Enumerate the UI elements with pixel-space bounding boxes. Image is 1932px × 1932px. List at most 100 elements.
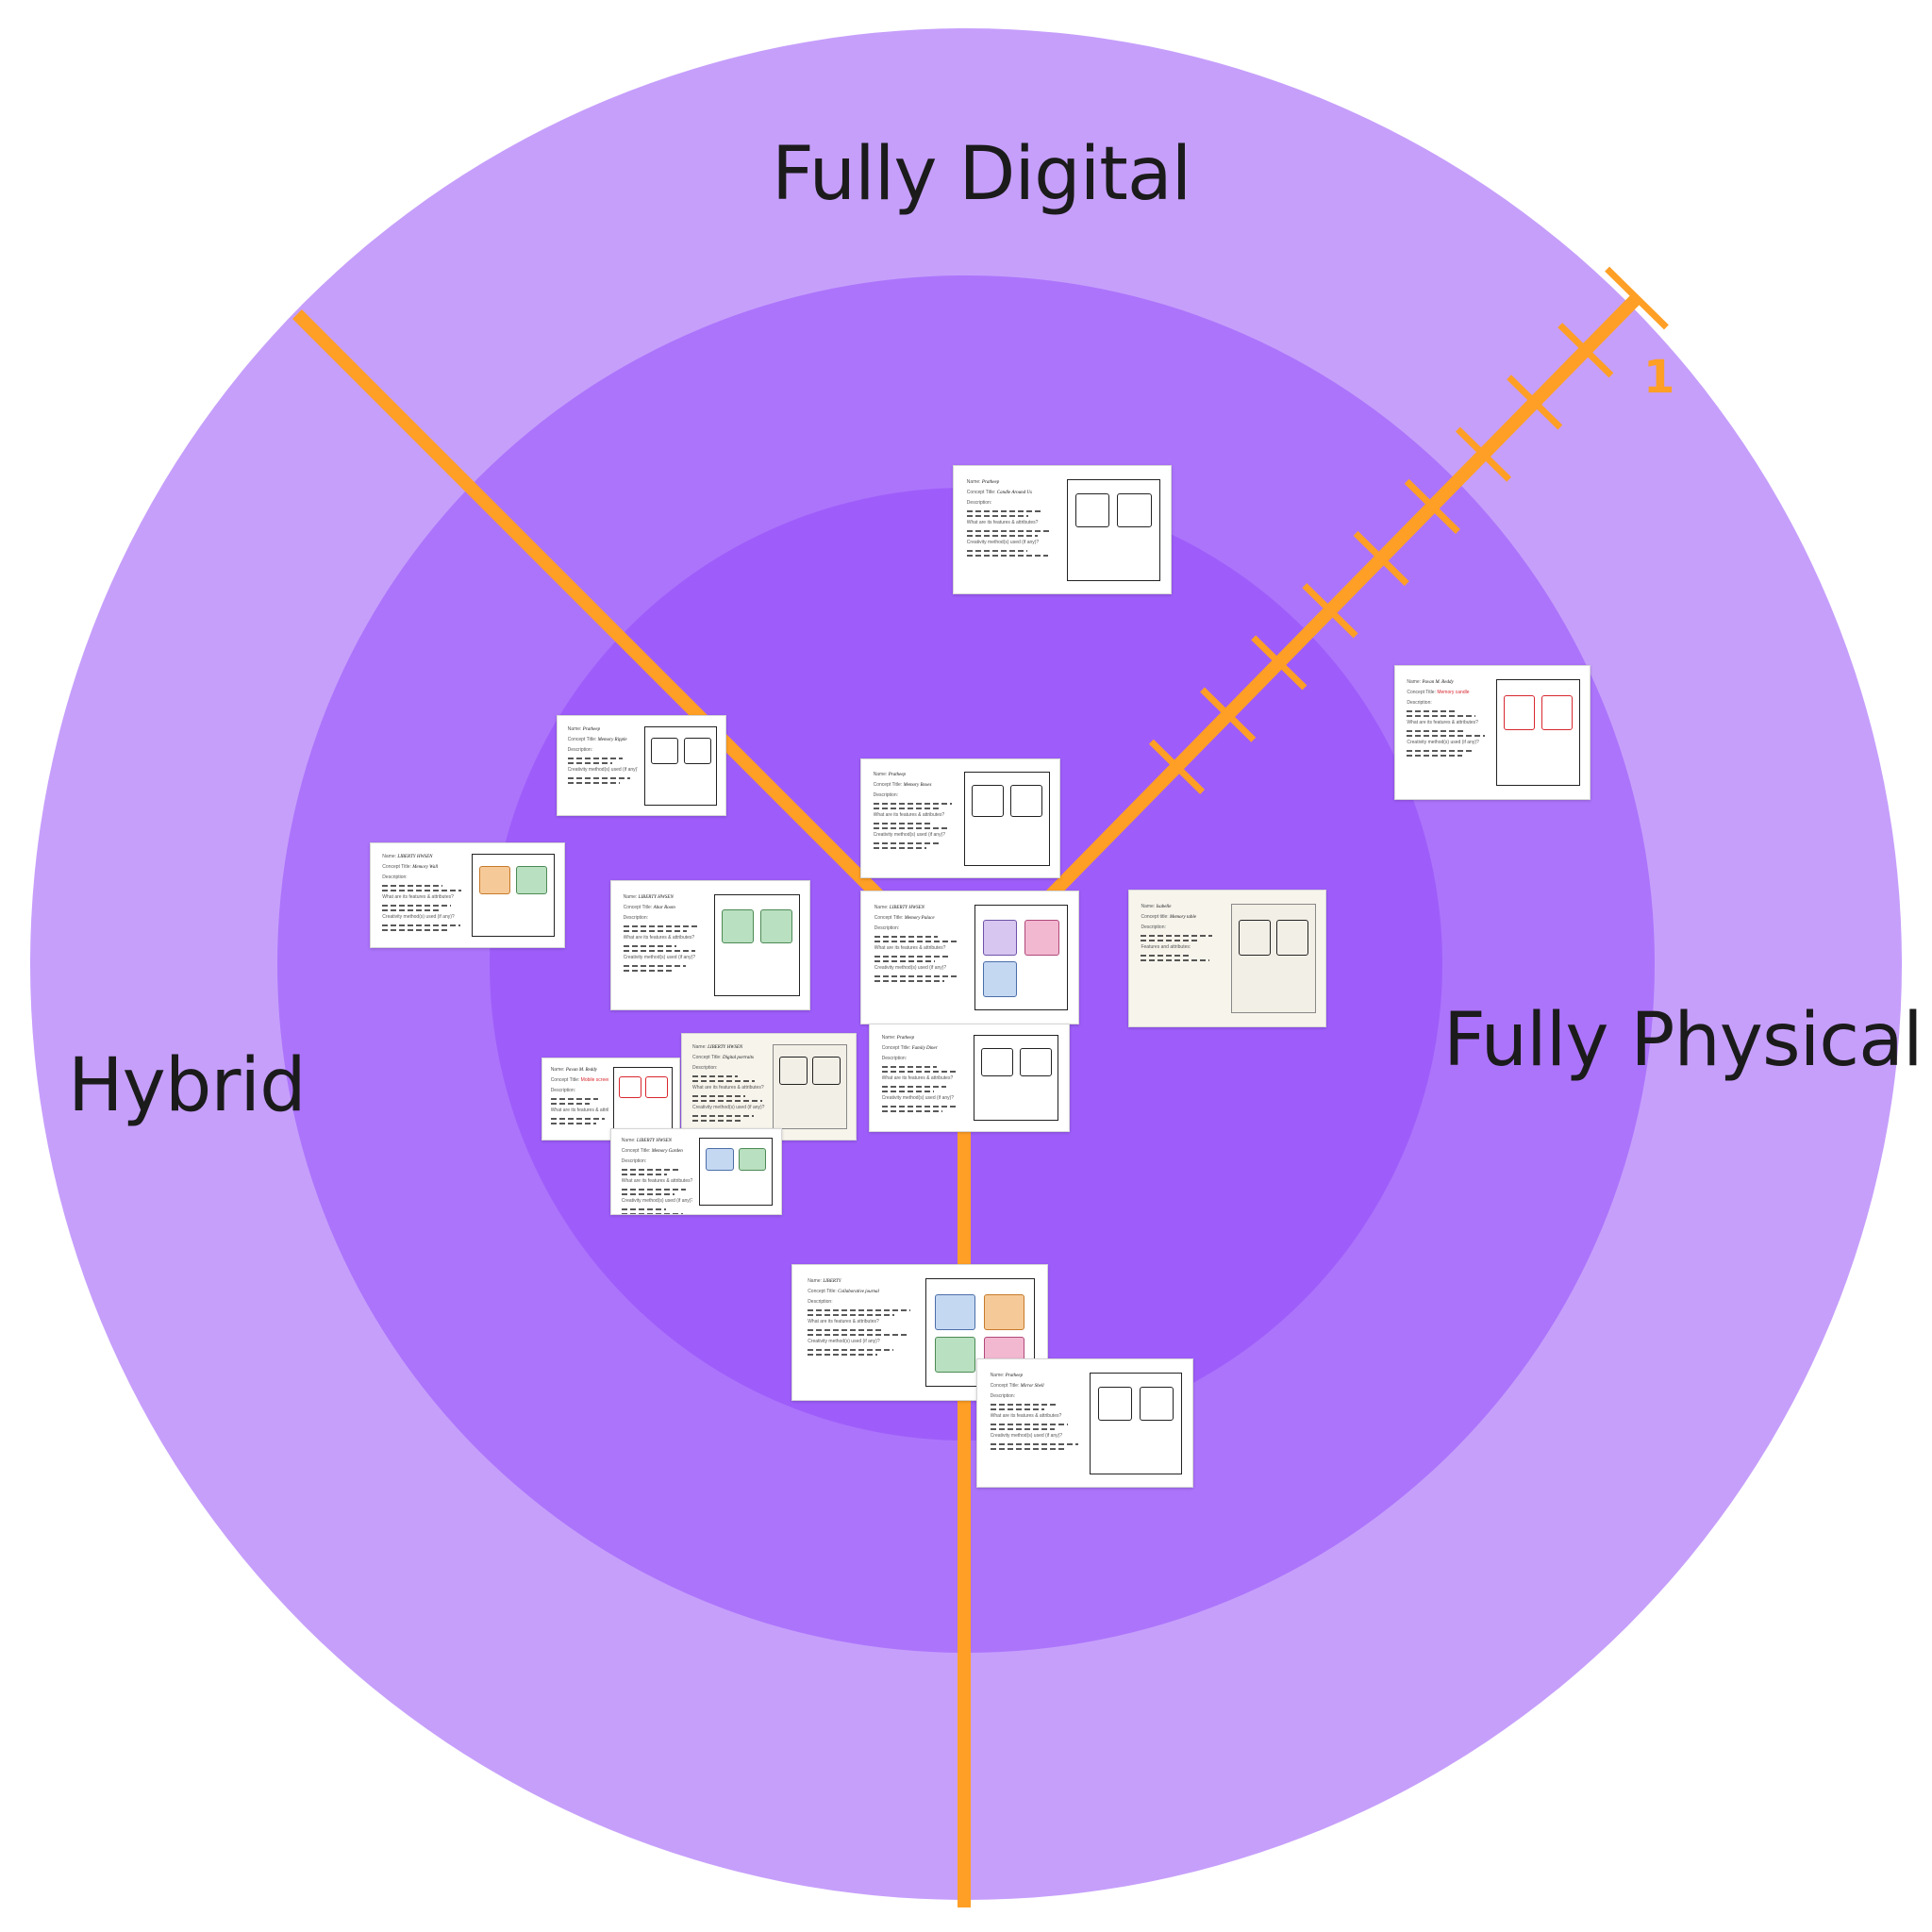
axis-tick xyxy=(1605,266,1669,330)
handwritten-line xyxy=(550,1097,599,1100)
card-field-label: Concept Title: Family Diner xyxy=(882,1045,966,1052)
field-label: Name: xyxy=(990,1372,1006,1378)
field-label: Concept Title: xyxy=(623,904,654,910)
handwritten-line xyxy=(990,1442,1078,1445)
handwritten-line xyxy=(692,1095,746,1098)
field-label: Description: xyxy=(567,746,593,753)
sketch-drawing xyxy=(618,1075,641,1099)
card-field-label: Creativity method(s) used (if any)? xyxy=(1407,740,1489,746)
handwritten-line xyxy=(881,1086,946,1089)
handwritten-line xyxy=(990,1407,1045,1410)
card-concept-title: Collaborative journal xyxy=(838,1290,879,1295)
card-field-label: Creativity method(s) used (if any)? xyxy=(382,914,463,921)
field-label: Concept Title: xyxy=(692,1055,723,1061)
field-label: What are its features & attributes? xyxy=(1407,720,1478,726)
field-label: Name: xyxy=(382,854,398,859)
handwritten-line xyxy=(550,1102,591,1105)
field-label: Description: xyxy=(623,914,648,921)
card-field-label: Description: xyxy=(551,1088,608,1094)
handwritten-line xyxy=(808,1309,911,1312)
card-field-label: Creativity method(s) used (if any)? xyxy=(991,1433,1081,1440)
sketch-area xyxy=(644,725,718,806)
axis-hybrid xyxy=(292,309,887,904)
field-label: Creativity method(s) used (if any)? xyxy=(621,1198,693,1204)
handwritten-line xyxy=(874,975,958,977)
card-concept-title: Mirror Shell xyxy=(1020,1383,1044,1389)
card-concept-title: Family Diner xyxy=(911,1046,938,1052)
field-label: Name: xyxy=(692,1044,708,1051)
field-label: Concept Title: xyxy=(873,781,904,788)
handwritten-line xyxy=(382,909,440,911)
field-label: Creativity method(s) used (if any)? xyxy=(1407,740,1479,746)
label-hybrid: Hybrid xyxy=(68,1043,307,1128)
field-label: Features and attributes: xyxy=(1141,944,1191,951)
card-field-label: Name: Pratheep xyxy=(991,1373,1081,1379)
field-label: Concept Title: xyxy=(1407,690,1438,696)
field-label: What are its features & attributes? xyxy=(990,1412,1062,1419)
sketch-drawing xyxy=(778,1057,808,1086)
card-author: LIBERTY HWSEN xyxy=(397,855,433,859)
sketch-area xyxy=(1066,478,1160,581)
sketch-drawing xyxy=(651,737,679,765)
handwritten-line xyxy=(990,1403,1058,1406)
card-field-label: Creativity method(s) used (if any)? xyxy=(967,540,1058,546)
card-field-label: What are its features & attributes? xyxy=(692,1085,765,1091)
handwritten-line xyxy=(692,1115,754,1118)
concept-card[interactable]: Name: LIBERTY HWSEN Concept Title: Altar … xyxy=(610,880,810,1010)
handwritten-line xyxy=(881,1110,943,1113)
sketch-drawing xyxy=(706,1147,734,1172)
handwritten-line xyxy=(1407,730,1466,733)
handwritten-line xyxy=(808,1314,895,1317)
card-concept-title: Altar Room xyxy=(653,905,675,910)
sketch-drawing xyxy=(982,961,1018,997)
card-author: Pratheep xyxy=(981,479,1000,485)
card-field-label: Name: LIBERTY HWSEN xyxy=(692,1044,765,1051)
card-author: LIBERTY HWSEN xyxy=(638,894,674,900)
handwritten-line xyxy=(1407,755,1463,758)
handwritten-line xyxy=(692,1120,743,1123)
card-fields: Name: LIBERTY HWSEN Concept Title: Altar … xyxy=(623,894,707,1000)
sketch-drawing xyxy=(972,785,1005,817)
sketch-drawing xyxy=(683,737,711,765)
field-label: Concept Title: xyxy=(874,915,905,921)
field-label: What are its features & attributes? xyxy=(382,894,454,900)
handwritten-line xyxy=(382,885,442,887)
handwritten-line xyxy=(567,757,623,759)
card-field-label: Concept Title: Digital portraits xyxy=(692,1055,765,1061)
field-label: What are its features & attributes? xyxy=(874,945,946,951)
sketch-drawing xyxy=(1541,694,1574,731)
card-concept-title: Memory Boxes xyxy=(903,782,932,788)
card-field-label: Creativity method(s) used (if any)? xyxy=(624,955,707,961)
field-label: Description: xyxy=(692,1065,718,1072)
field-label: Description: xyxy=(550,1087,576,1093)
field-label: Concept Title: xyxy=(881,1045,912,1052)
handwritten-line xyxy=(966,514,1028,517)
sketch-drawing xyxy=(1276,920,1308,957)
handwritten-line xyxy=(692,1100,763,1103)
card-field-label: Name: LIBERTY HWSEN xyxy=(624,894,707,901)
handwritten-line xyxy=(966,534,1039,537)
field-label: Description: xyxy=(621,1158,647,1164)
concept-card[interactable]: Name: LIBERTY HWSEN Concept Title: Digita… xyxy=(681,1033,857,1141)
field-label: Name: xyxy=(550,1066,566,1073)
field-label: What are its features & attributes? xyxy=(692,1085,764,1091)
handwritten-line xyxy=(567,761,612,764)
field-label: Description: xyxy=(874,925,900,931)
field-label: Name: xyxy=(966,478,982,485)
sketch-drawing xyxy=(644,1075,668,1099)
